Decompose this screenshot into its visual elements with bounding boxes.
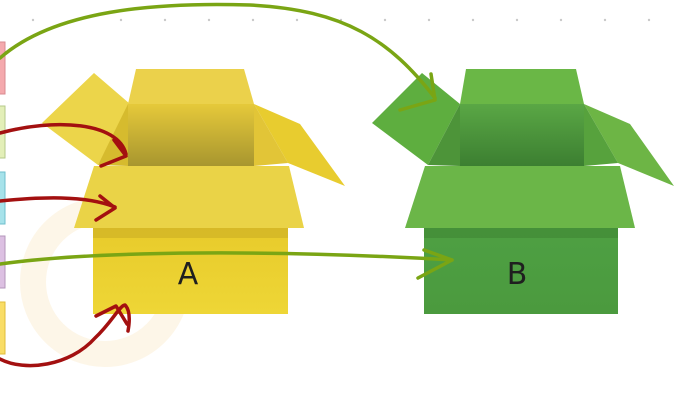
guide-dot <box>207 18 211 22</box>
box-b-front-flap <box>405 166 635 228</box>
red-arrow-bottom <box>0 303 131 368</box>
swatch-column <box>0 41 6 355</box>
guide-dot <box>427 18 431 22</box>
guide-dot <box>383 18 387 22</box>
box-b-right-flap <box>584 104 674 186</box>
box-b: B <box>372 69 674 314</box>
swatch-yellow <box>0 301 6 355</box>
red-arrows <box>0 122 131 368</box>
box-a-inner-right-wall <box>254 104 288 166</box>
box-b-back-flap <box>460 69 584 104</box>
box-a-inside <box>128 104 254 166</box>
box-a-front-flap <box>74 166 304 228</box>
red-arrow-top <box>0 122 128 156</box>
red-arrow-middle-head <box>94 194 117 222</box>
box-a-left-flap <box>42 73 130 165</box>
box-b-inner-right-wall <box>584 104 618 166</box>
box-a: A <box>42 69 345 314</box>
guide-dot <box>647 18 651 22</box>
guide-dot <box>603 18 607 22</box>
swatch-cyan <box>0 171 6 225</box>
guide-dot <box>163 18 167 22</box>
box-b-inner-left-wall <box>428 104 460 166</box>
box-a-right-flap <box>254 104 345 186</box>
box-b-front <box>424 228 618 314</box>
green-arrows <box>0 2 454 280</box>
red-arrow-top-head <box>99 138 128 168</box>
box-b-inside <box>460 104 584 166</box>
box-a-front <box>93 228 288 314</box>
green-arrow-middle <box>0 251 454 266</box>
box-a-label: A <box>178 257 199 292</box>
red-arrow-bottom-head <box>94 304 129 326</box>
box-b-front-shadow <box>424 228 618 238</box>
box-b-label: B <box>507 257 528 292</box>
guide-dot <box>251 18 255 22</box>
guide-dot <box>119 18 123 22</box>
green-arrow-top <box>0 2 437 100</box>
guide-dot <box>295 18 299 22</box>
red-arrow-middle <box>0 196 117 209</box>
swatch-pink <box>0 41 6 95</box>
box-b-left-flap <box>372 73 460 165</box>
green-arrow-middle-head <box>416 248 454 280</box>
dotted-guide-line <box>31 18 651 22</box>
green-arrow-top-head <box>398 72 437 112</box>
guide-dot <box>471 18 475 22</box>
guide-dot <box>515 18 519 22</box>
box-a-back-flap <box>128 69 254 104</box>
guide-dot <box>559 18 563 22</box>
guide-dot <box>31 18 35 22</box>
box-a-front-shadow <box>93 228 288 238</box>
